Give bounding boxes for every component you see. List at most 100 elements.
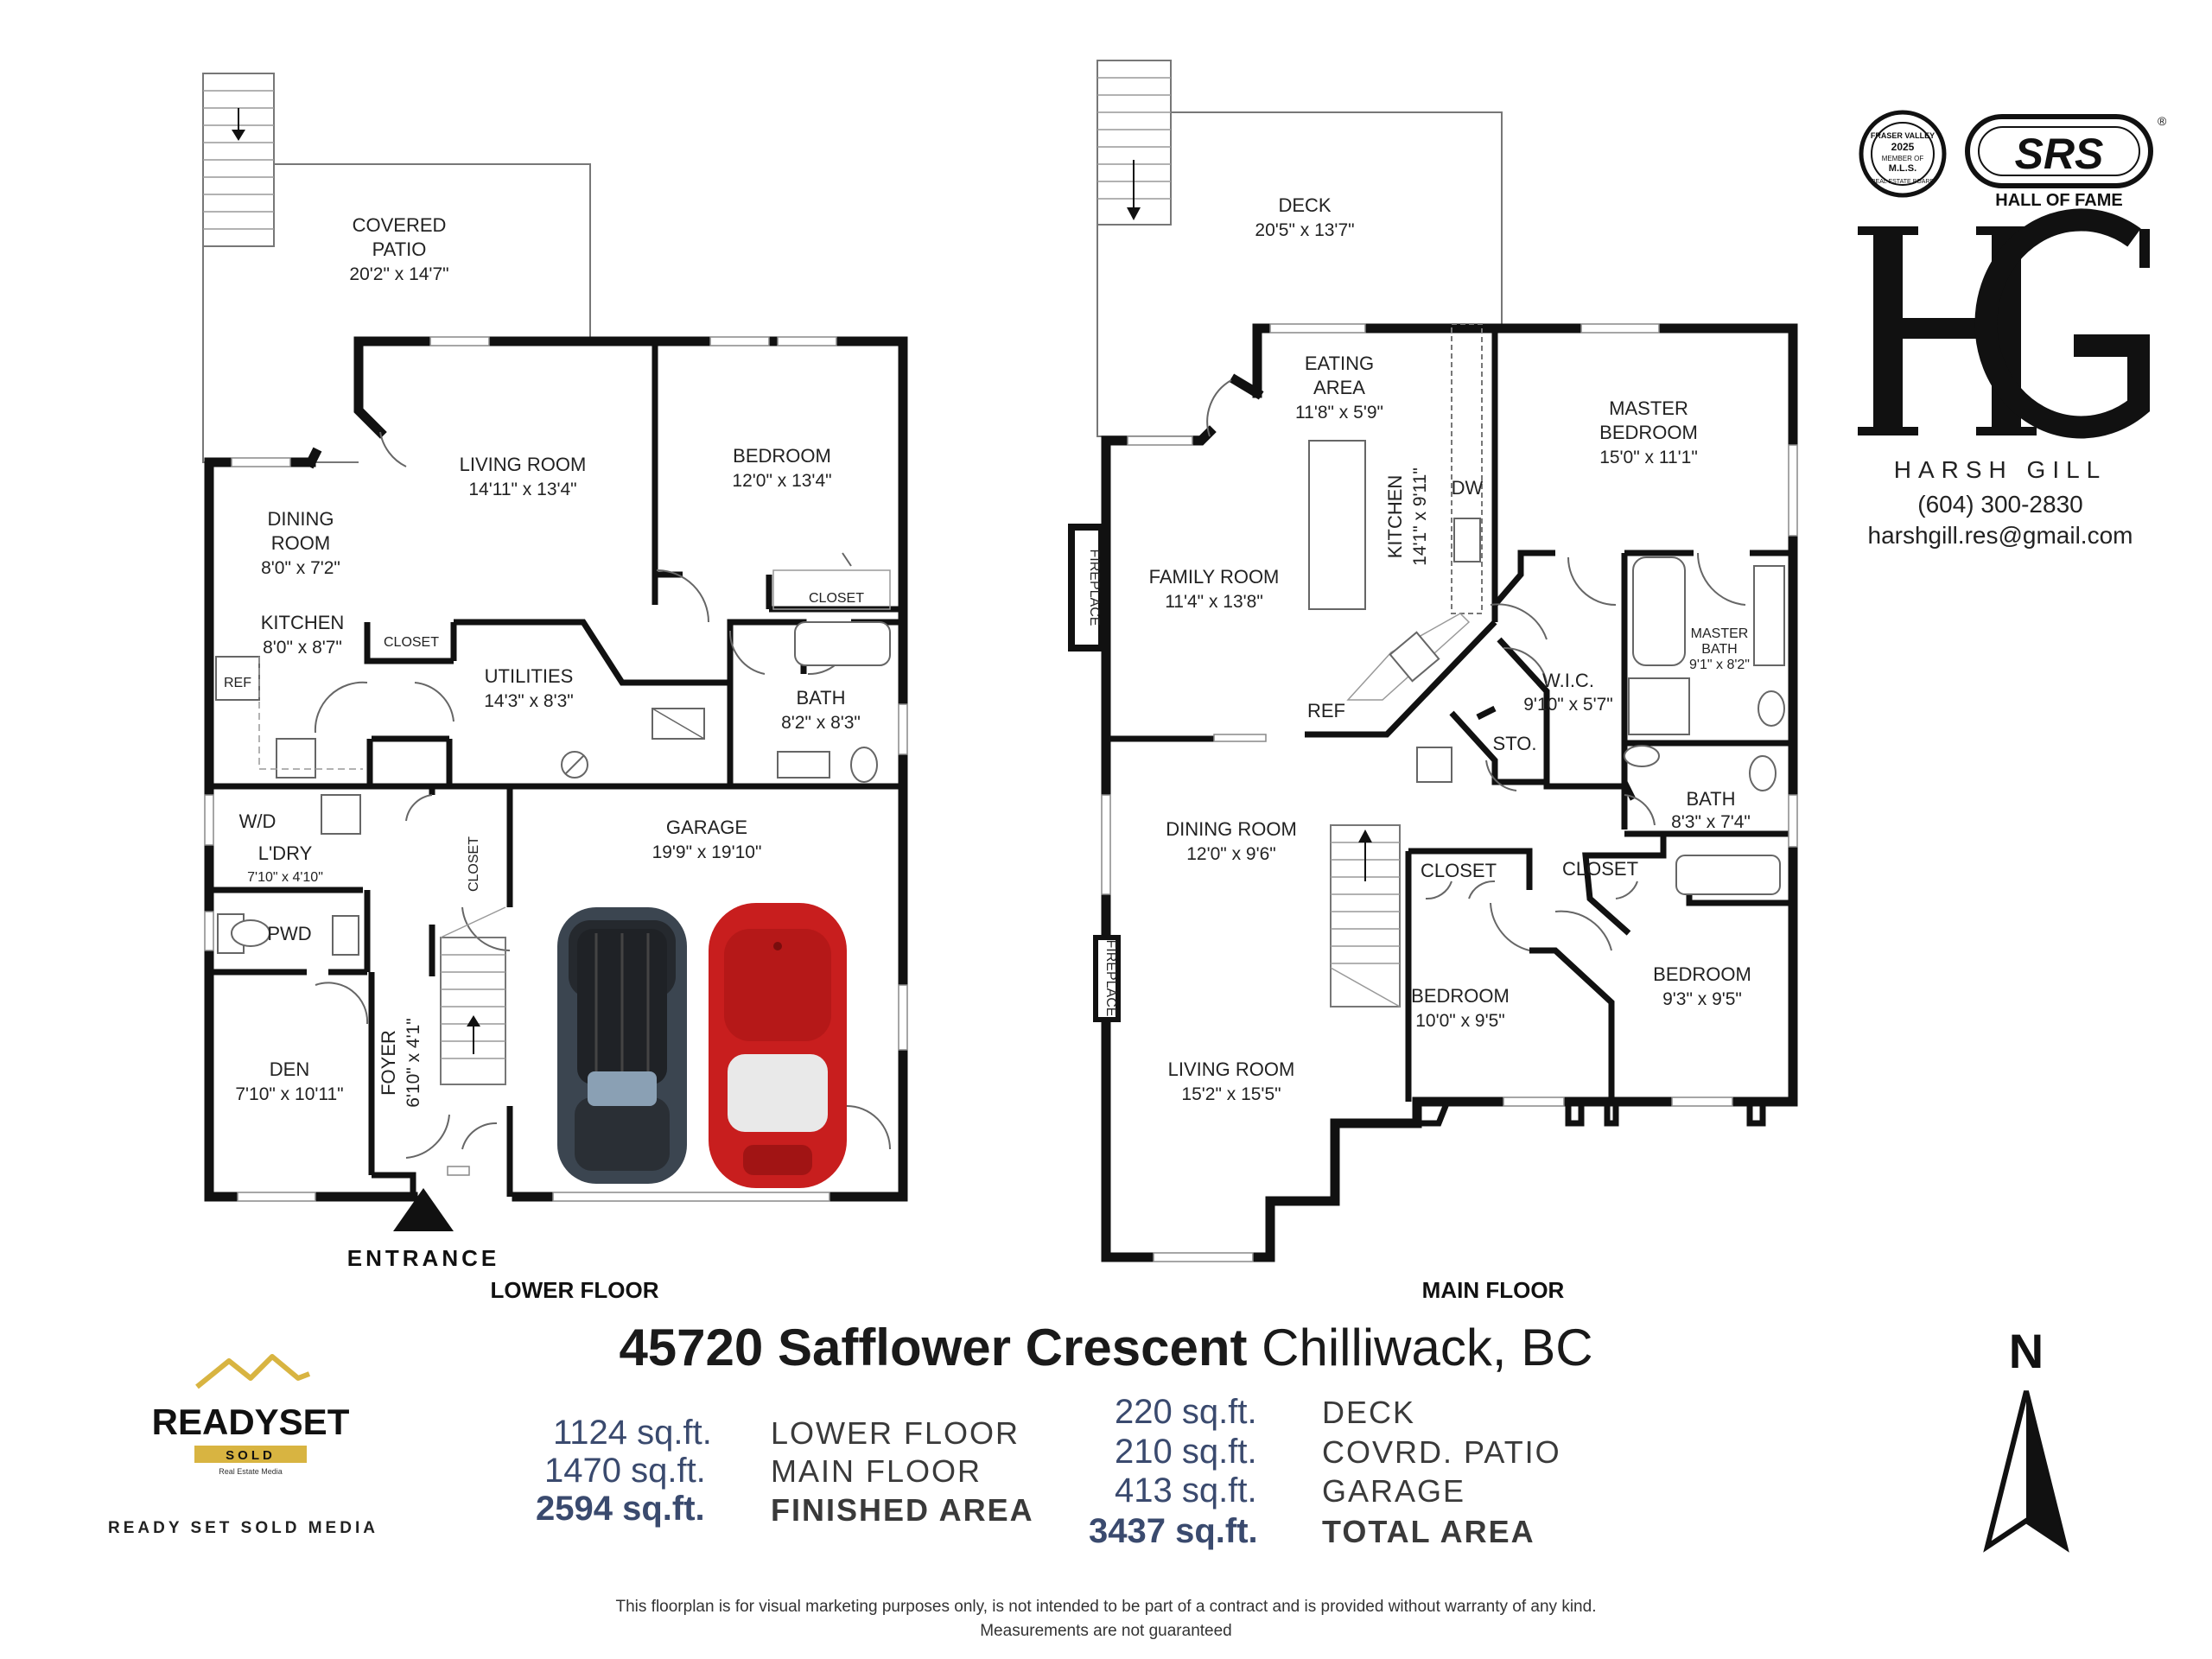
agent-phone[interactable]: (604) 300-2830 xyxy=(1917,491,2083,518)
lower-living-room-dim: 14'11" x 13'4" xyxy=(468,480,576,499)
wic-label: W.I.C. xyxy=(1542,670,1594,691)
area-main-value: 1470 sq.ft. xyxy=(544,1452,706,1490)
main-bedroom-b-dim: 9'3" x 9'5" xyxy=(1662,989,1742,1009)
badge-fv-member: MEMBER OF xyxy=(1882,155,1924,162)
main-kitchen-label: KITCHEN xyxy=(1384,475,1406,559)
area-total-label: TOTAL AREA xyxy=(1322,1514,1535,1549)
lower-bedroom-label: BEDROOM xyxy=(733,445,831,467)
den-dim: 7'10" x 10'11" xyxy=(235,1084,343,1104)
car-red-icon xyxy=(709,903,847,1188)
main-ref-label: REF xyxy=(1307,700,1345,721)
covered-patio-dim: 20'2" x 14'7" xyxy=(349,264,448,284)
lower-stairs xyxy=(440,906,506,1085)
lower-closet-b-label: CLOSET xyxy=(809,591,864,606)
foyer-dim: 6'10" x 4'1" xyxy=(404,1018,423,1108)
lower-living-room-label: LIVING ROOM xyxy=(460,454,587,475)
main-bath-label: BATH xyxy=(1686,788,1735,810)
main-living-room-dim: 15'2" x 15'5" xyxy=(1181,1084,1281,1104)
fireplace-b-label: FIREPLACE xyxy=(1103,940,1118,1017)
badge-fv-bottom: REAL ESTATE BOARD xyxy=(1872,179,1935,185)
den-label: DEN xyxy=(270,1058,309,1080)
master-bath-label: MASTER xyxy=(1691,626,1749,641)
main-closet-b-label: CLOSET xyxy=(1562,858,1638,880)
garage-dim: 19'9" x 19'10" xyxy=(652,842,762,862)
readyset-logo-text: READYSET xyxy=(152,1402,350,1442)
covered-patio-label-2: PATIO xyxy=(372,238,427,260)
deck-stairs xyxy=(1096,60,1172,226)
lower-closet-a-label: CLOSET xyxy=(384,635,439,650)
agent-email[interactable]: harshgill.res@gmail.com xyxy=(1867,522,2133,549)
main-floor-plan xyxy=(1068,60,1798,1262)
listing-address: 45720 Safflower Crescent Chilliwack, BC xyxy=(0,1318,2212,1377)
badge-fv-year: 2025 xyxy=(1891,141,1915,153)
company-name: READY SET SOLD MEDIA xyxy=(108,1519,378,1537)
lower-ref-label: REF xyxy=(224,676,251,690)
patio-stairs xyxy=(202,73,275,247)
lower-kitchen-label: KITCHEN xyxy=(261,612,345,633)
area-finished-value: 2594 sq.ft. xyxy=(536,1490,705,1528)
area-total-value: 3437 sq.ft. xyxy=(1089,1512,1258,1550)
lower-dining-label: DINING xyxy=(268,508,334,530)
master-bedroom-dim: 15'0" x 11'1" xyxy=(1599,448,1698,467)
area-garage-value: 413 sq.ft. xyxy=(1115,1471,1257,1510)
main-dining-dim: 12'0" x 9'6" xyxy=(1186,844,1276,864)
lower-dining-dim: 8'0" x 7'2" xyxy=(261,558,340,578)
readyset-logo-tag: Real Estate Media xyxy=(219,1467,283,1476)
lower-bedroom-dim: 12'0" x 13'4" xyxy=(732,471,831,491)
fireplace-b xyxy=(1093,935,1121,1022)
fireplace-a-label: FIREPLACE xyxy=(1087,550,1102,626)
lower-closet-c-label: CLOSET xyxy=(467,836,481,892)
sto-label: STO. xyxy=(1493,733,1537,754)
main-closet-a-label: CLOSET xyxy=(1421,860,1497,881)
pwd-label: PWD xyxy=(267,923,311,944)
deck-label: DECK xyxy=(1278,194,1331,216)
disclaimer: This floorplan is for visual marketing p… xyxy=(0,1595,2212,1643)
wic-dim: 9'10" x 5'7" xyxy=(1523,695,1613,715)
eating-area-dim: 11'8" x 5'9" xyxy=(1295,403,1383,423)
disclaimer-line-2: Measurements are not guaranteed xyxy=(980,1622,1232,1640)
area-deck-value: 220 sq.ft. xyxy=(1115,1393,1257,1431)
entrance-arrow-icon xyxy=(393,1188,454,1231)
readyset-sold-logo: READYSET SOLD Real Estate Media xyxy=(152,1354,350,1476)
badge-fv-mls: M.L.S. xyxy=(1889,163,1916,174)
utilities-label: UTILITIES xyxy=(485,665,574,687)
area-main-label: MAIN FLOOR xyxy=(771,1453,982,1489)
lower-dining-label-2: ROOM xyxy=(271,532,330,554)
area-lower-label: LOWER FLOOR xyxy=(771,1415,1020,1451)
badge-fv-top: FRASER VALLEY xyxy=(1871,131,1935,140)
utilities-dim: 14'3" x 8'3" xyxy=(484,691,574,711)
dw-label: DW xyxy=(1452,477,1484,499)
car-dark-icon xyxy=(557,907,687,1184)
family-room-dim: 11'4" x 13'8" xyxy=(1165,592,1263,612)
laundry-label: L'DRY xyxy=(258,842,313,864)
fraser-valley-badge-icon: FRASER VALLEY 2025 MEMBER OF M.L.S. REAL… xyxy=(1859,110,1947,198)
deck-dim: 20'5" x 13'7" xyxy=(1255,220,1354,240)
garage-label: GARAGE xyxy=(666,817,747,838)
main-bedroom-b-label: BEDROOM xyxy=(1653,963,1751,985)
agent-name: HARSH GILL xyxy=(1893,456,2107,483)
srs-badge-icon: SRS ® HALL OF FAME xyxy=(1965,114,2167,210)
address-street: 45720 Safflower Crescent xyxy=(619,1319,1248,1376)
lower-floor-title: LOWER FLOOR xyxy=(491,1277,659,1303)
address-city: Chilliwack, BC xyxy=(1247,1319,1593,1376)
lower-bath-label: BATH xyxy=(796,687,845,709)
readyset-logo-sub: SOLD xyxy=(226,1448,276,1463)
main-bedroom-a-label: BEDROOM xyxy=(1411,985,1510,1007)
laundry-dim: 7'10" x 4'10" xyxy=(247,870,323,885)
master-bath-dim: 9'1" x 8'2" xyxy=(1689,658,1750,672)
badge-srs-logo: SRS xyxy=(2015,130,2104,178)
area-deck-label: DECK xyxy=(1322,1395,1416,1430)
lower-floor-plan xyxy=(202,73,908,1202)
main-floor-title: MAIN FLOOR xyxy=(1422,1277,1565,1303)
area-patio-value: 210 sq.ft. xyxy=(1115,1433,1257,1471)
fireplace-a xyxy=(1068,524,1105,652)
main-dining-label: DINING ROOM xyxy=(1166,818,1297,840)
main-kitchen-dim: 14'1" x 9'11" xyxy=(1410,467,1430,566)
master-bedroom-label-2: BEDROOM xyxy=(1599,422,1698,443)
area-patio-label: COVRD. PATIO xyxy=(1322,1434,1561,1470)
hg-monogram-logo: HG xyxy=(1858,208,2150,439)
entrance-label: ENTRANCE xyxy=(347,1245,499,1271)
badge-srs-caption: HALL OF FAME xyxy=(1995,191,2122,210)
master-bath-label-2: BATH xyxy=(1701,642,1737,657)
